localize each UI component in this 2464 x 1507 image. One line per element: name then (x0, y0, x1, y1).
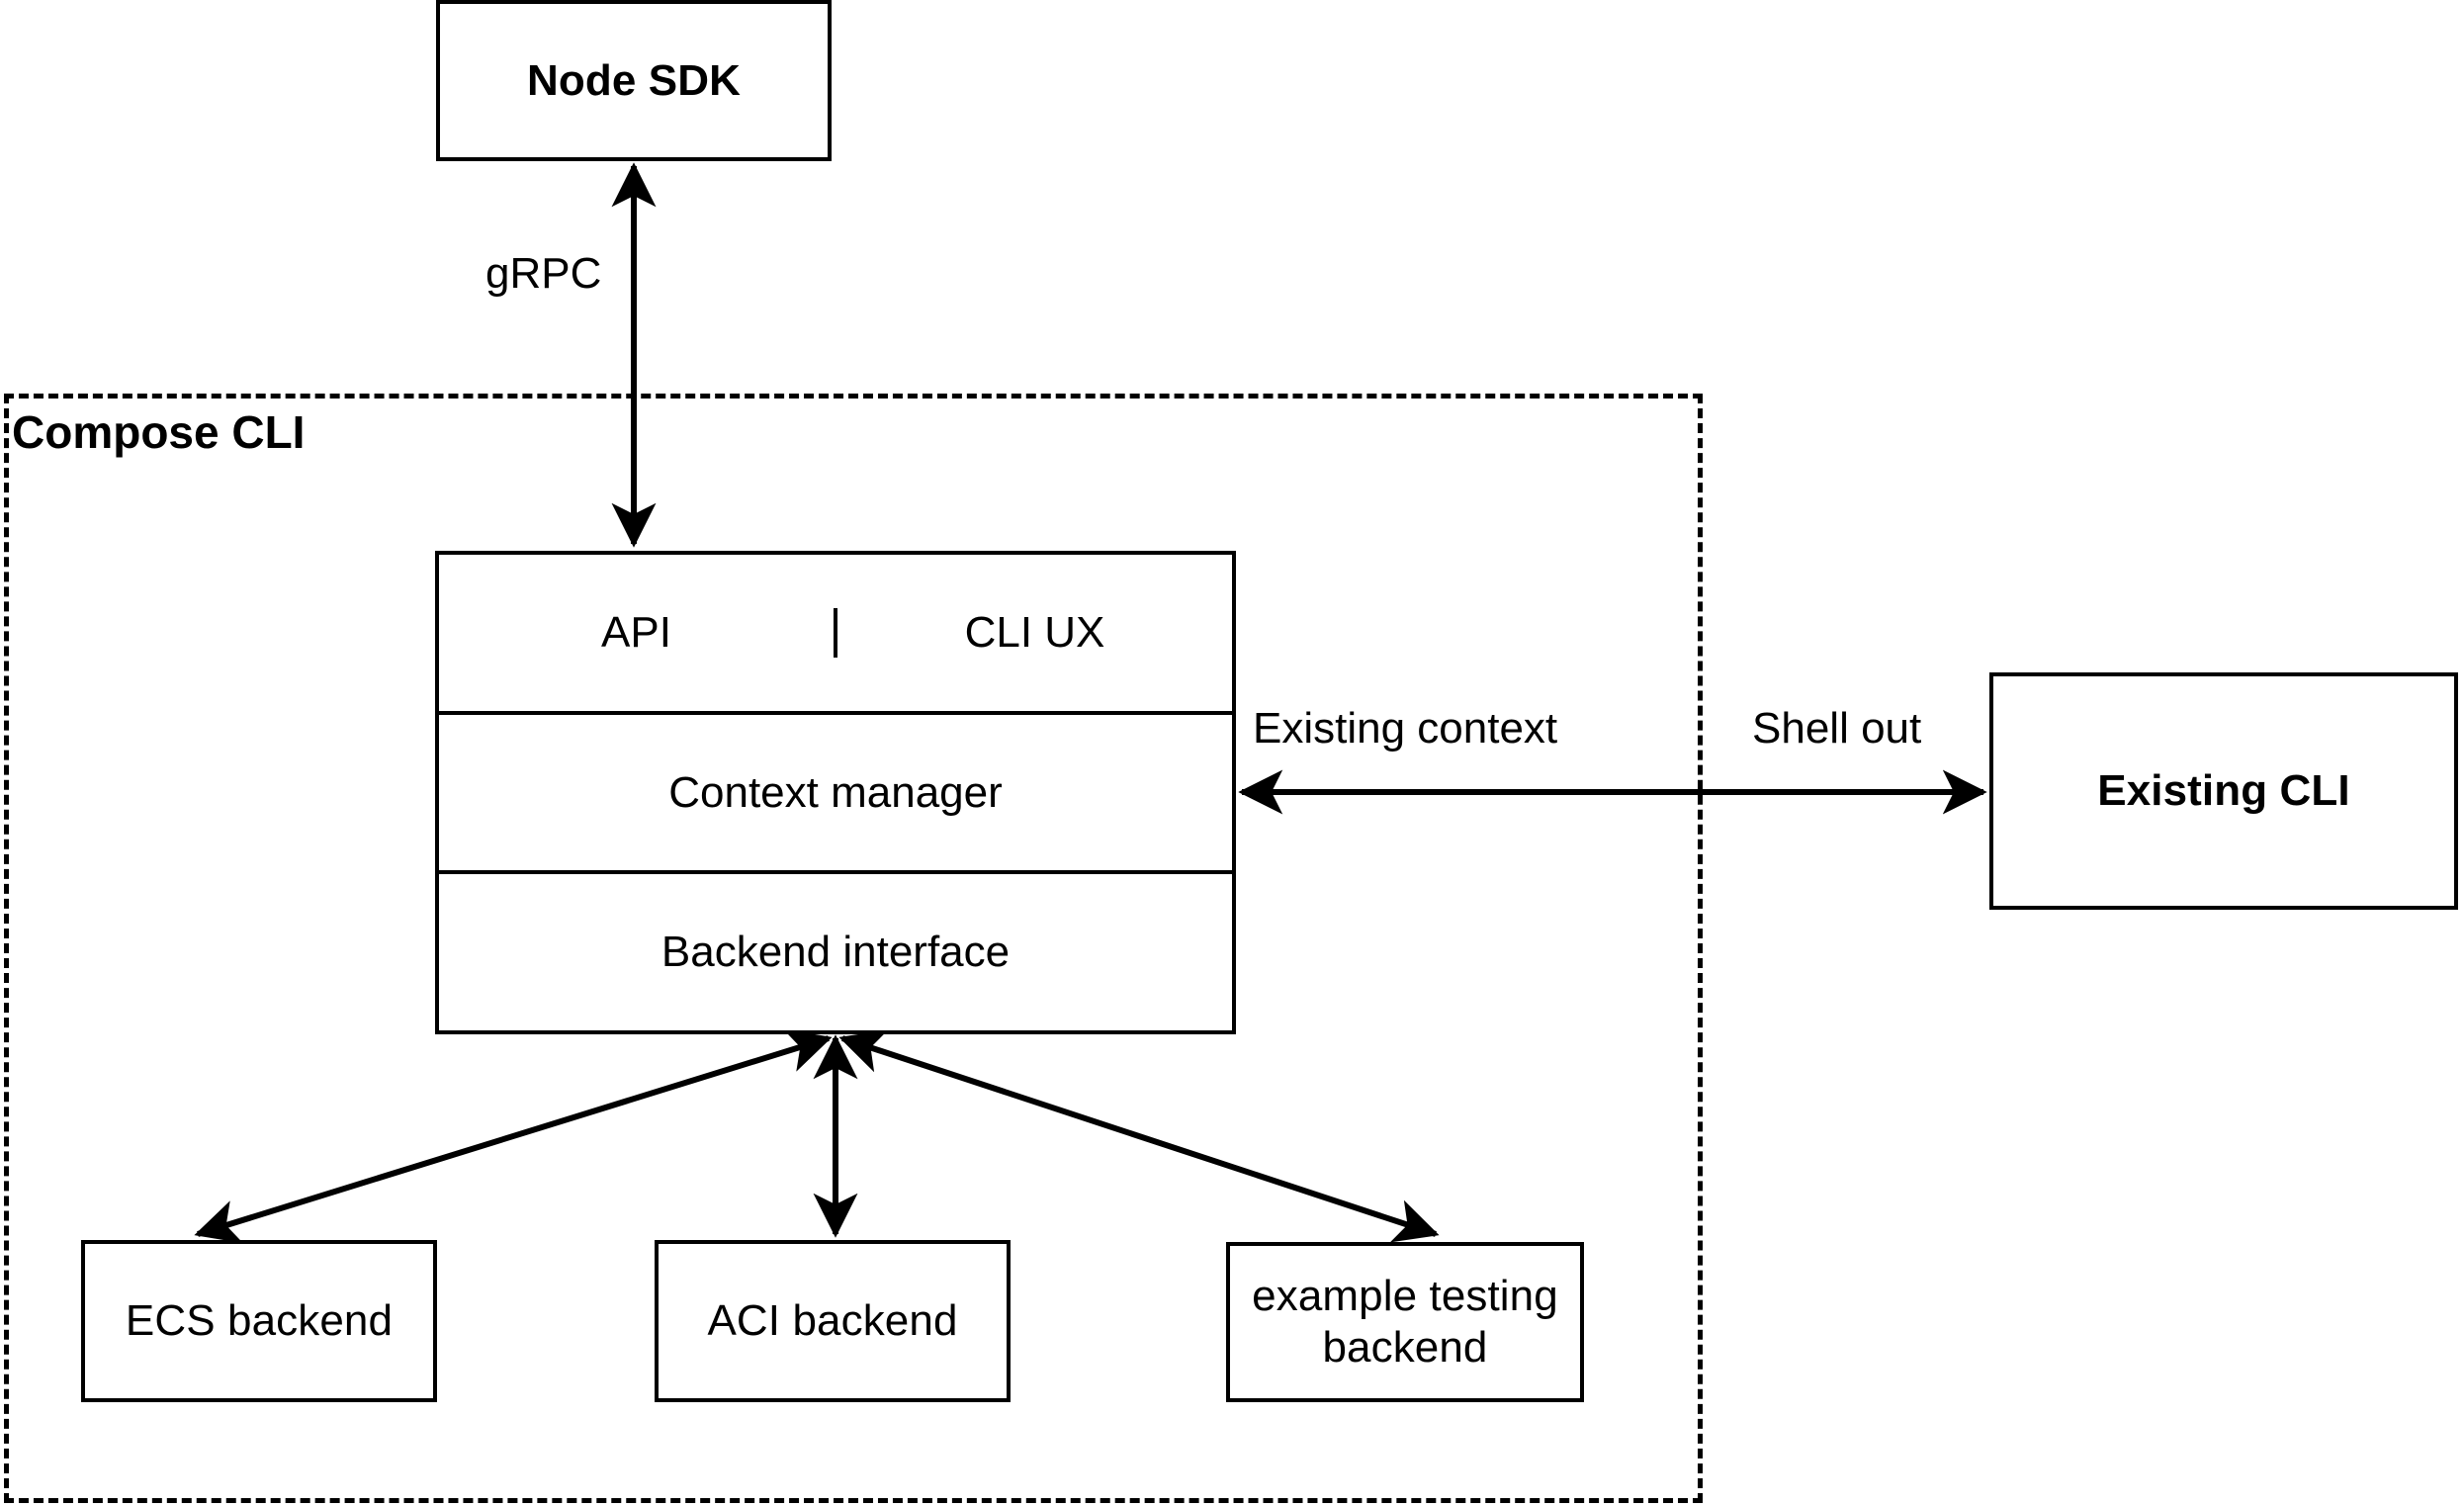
example-testing-backend-label: example testing backend (1242, 1271, 1568, 1374)
context-manager-cell[interactable]: Context manager (439, 710, 1232, 871)
cli-ux-label: CLI UX (964, 607, 1105, 657)
api-label: API (601, 607, 671, 657)
backend-interface-label: Backend interface (660, 928, 1011, 977)
node-sdk-label: Node SDK (527, 55, 741, 105)
ecs-backend-box[interactable]: ECS backend (81, 1240, 437, 1402)
existing-cli-label: Existing CLI (2097, 766, 2350, 816)
example-testing-backend-label-line1: example testing (1252, 1272, 1558, 1321)
ecs-backend-label: ECS backend (125, 1296, 394, 1346)
backend-interface-cell[interactable]: Backend interface (439, 870, 1232, 1030)
compose-cli-boundary (4, 394, 1703, 1503)
compose-cli-boundary-label: Compose CLI (12, 406, 306, 458)
node-sdk-box[interactable]: Node SDK (436, 0, 832, 161)
edge-label-existing-context: Existing context (1253, 704, 1558, 753)
aci-backend-label: ACI backend (707, 1296, 958, 1346)
example-testing-backend-box[interactable]: example testing backend (1226, 1242, 1584, 1402)
aci-backend-box[interactable]: ACI backend (655, 1240, 1011, 1402)
edge-label-grpc: gRPC (485, 249, 602, 298)
api-cell[interactable]: API (439, 608, 834, 658)
existing-cli-box[interactable]: Existing CLI (1989, 672, 2458, 910)
compose-cli-core-stack: API CLI UX Context manager Backend inter… (435, 551, 1236, 1034)
context-manager-label: Context manager (668, 767, 1003, 817)
example-testing-backend-label-line2: backend (1322, 1323, 1488, 1372)
edge-label-shell-out: Shell out (1752, 704, 1922, 753)
cli-ux-cell[interactable]: CLI UX (834, 607, 1232, 658)
core-row-api-cliux: API CLI UX (439, 555, 1232, 711)
